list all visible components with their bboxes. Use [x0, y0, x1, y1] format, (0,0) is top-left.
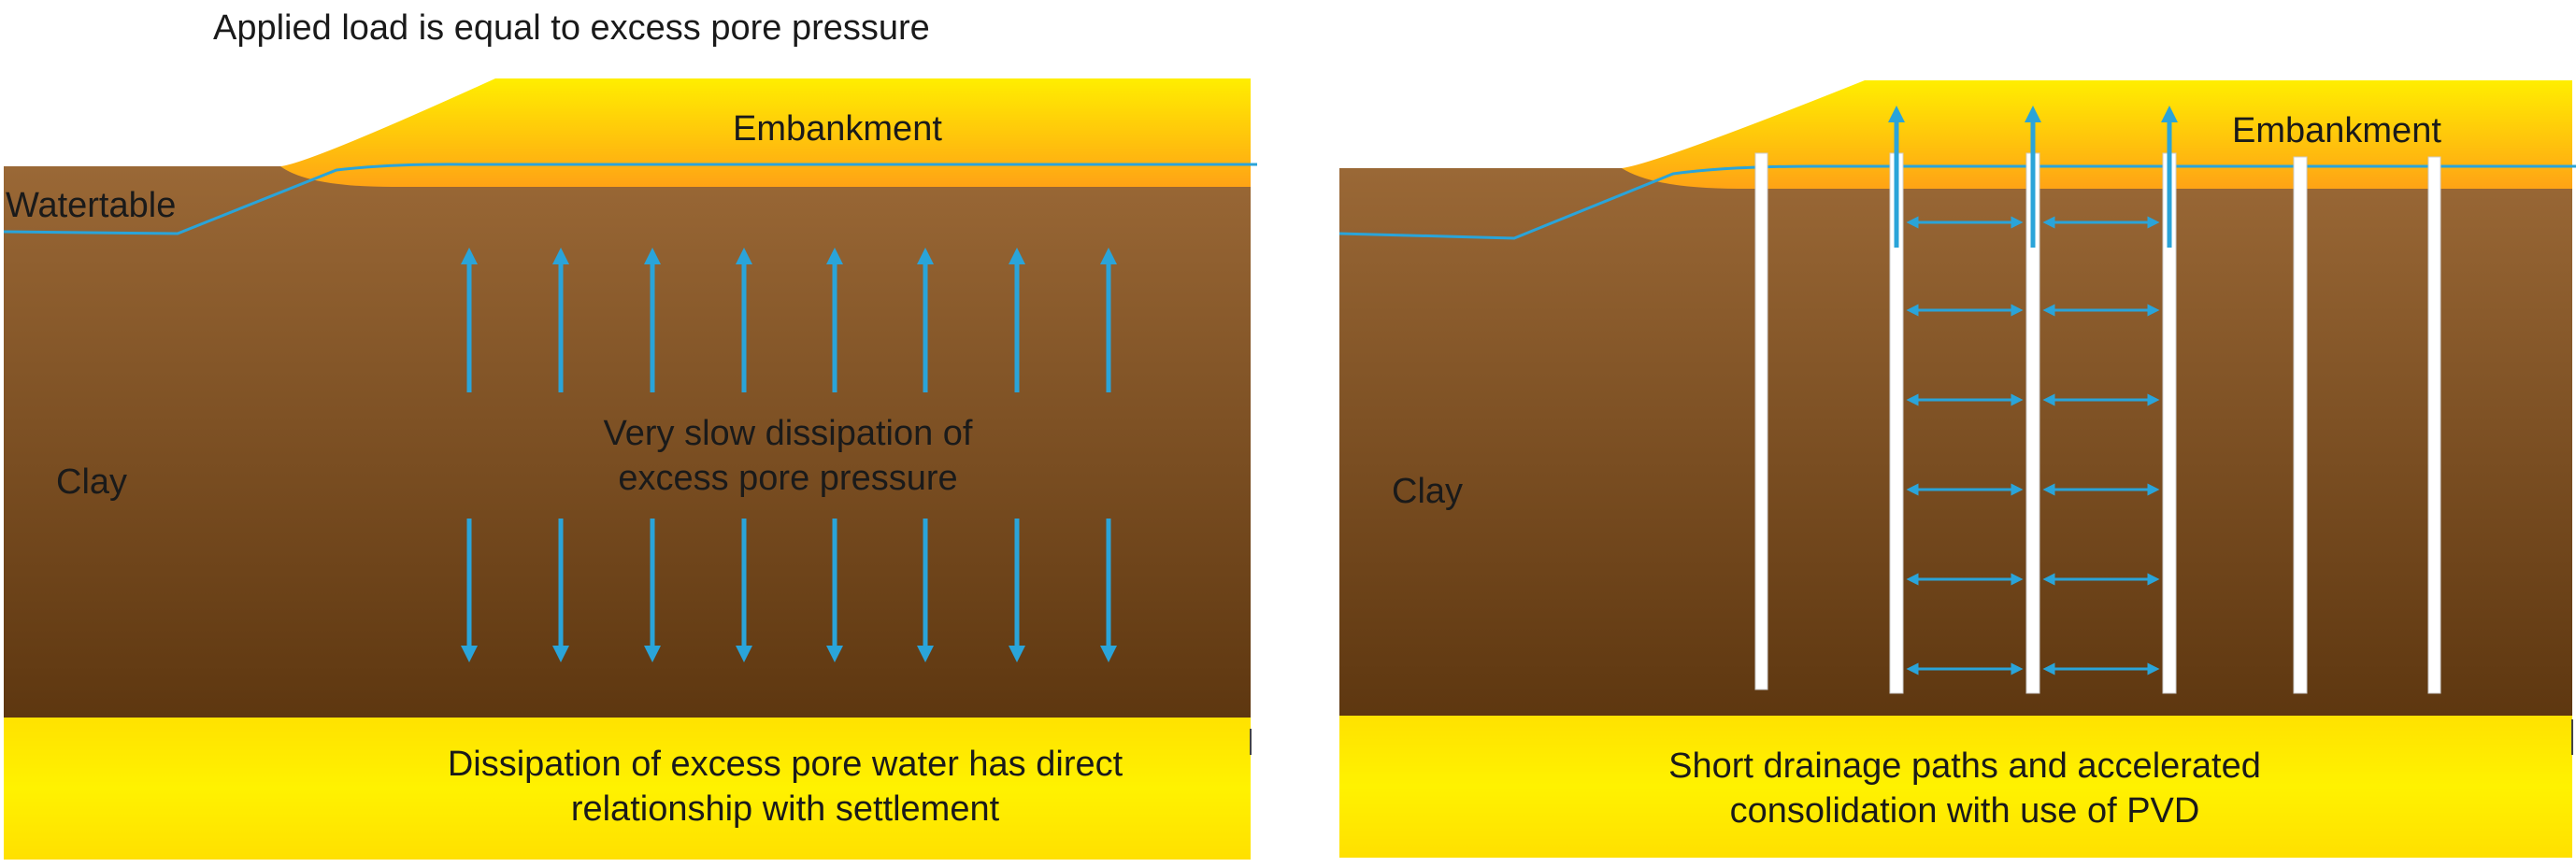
- right-watertable-line: [1338, 164, 2576, 240]
- left-sand-layer: [4, 718, 1251, 860]
- left-watertable-line: [3, 163, 1257, 235]
- left-center-text-line-1: Very slow dissipation of: [604, 414, 973, 453]
- left-center-text-line-2: excess pore pressure: [618, 459, 957, 498]
- drain-up-arrows: [1888, 106, 2178, 248]
- horizontal-flow-arrows: [1906, 216, 2160, 675]
- left-down-arrows: [461, 519, 1117, 662]
- left-embankment: [280, 78, 1251, 187]
- left-up-arrows: [461, 248, 1117, 392]
- right-bottom-text-line-2: consolidation with use of PVD: [1730, 791, 2200, 831]
- right-clay-layer: [1339, 168, 2572, 716]
- watertable-label: Watertable: [6, 186, 176, 225]
- diagram-title: Applied load is equal to excess pore pre…: [213, 8, 930, 48]
- left-panel: Embankment Watertable Clay Very slow dis…: [3, 78, 1257, 860]
- right-panel: Embankment Clay Short drainage paths and…: [1338, 80, 2576, 858]
- right-embankment: [1622, 80, 2572, 189]
- right-embankment-label: Embankment: [2232, 111, 2441, 150]
- right-bottom-text-line-1: Short drainage paths and accelerated: [1668, 746, 2261, 786]
- pvd-drain: [2293, 156, 2308, 694]
- left-clay-label: Clay: [56, 462, 127, 502]
- left-bottom-text-line-1: Dissipation of excess pore water has dir…: [448, 745, 1123, 784]
- left-clay-layer: [4, 166, 1251, 718]
- left-embankment-label: Embankment: [733, 109, 942, 149]
- left-bottom-text-line-2: relationship with settlement: [571, 789, 1000, 829]
- pvd-drain: [2427, 156, 2441, 694]
- right-sand-layer: [1339, 716, 2572, 858]
- right-clay-label: Clay: [1392, 472, 1463, 511]
- pvd-drain: [1754, 152, 1768, 690]
